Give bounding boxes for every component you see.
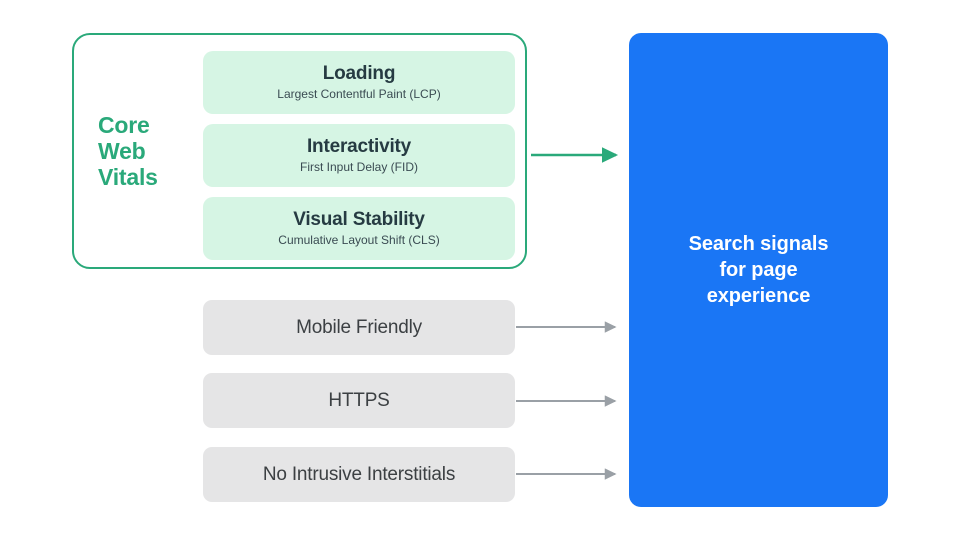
metric-card-interactivity: Interactivity First Input Delay (FID) xyxy=(203,124,515,187)
signal-label: No Intrusive Interstitials xyxy=(262,463,456,485)
core-web-vitals-label: Core Web Vitals xyxy=(98,112,158,190)
signal-card-mobile-friendly: Mobile Friendly xyxy=(203,300,515,355)
search-signals-panel-text: Search signals for page experience xyxy=(688,233,829,307)
metric-title: Visual Stability xyxy=(293,209,425,230)
metric-title: Loading xyxy=(322,63,396,84)
search-signals-panel: Search signals for page experience xyxy=(629,33,888,507)
metric-card-loading: Loading Largest Contentful Paint (LCP) xyxy=(203,51,515,114)
metric-subtitle: Largest Contentful Paint (LCP) xyxy=(277,87,441,101)
signal-label: HTTPS xyxy=(328,389,390,411)
metric-subtitle: Cumulative Layout Shift (CLS) xyxy=(278,233,440,247)
signal-card-https: HTTPS xyxy=(203,373,515,428)
signal-card-no-intrusive-interstitials: No Intrusive Interstitials xyxy=(203,447,515,502)
metric-title: Interactivity xyxy=(306,136,412,157)
metric-subtitle: First Input Delay (FID) xyxy=(299,160,419,174)
signal-label: Mobile Friendly xyxy=(296,316,422,338)
metric-card-visual-stability: Visual Stability Cumulative Layout Shift… xyxy=(203,197,515,260)
